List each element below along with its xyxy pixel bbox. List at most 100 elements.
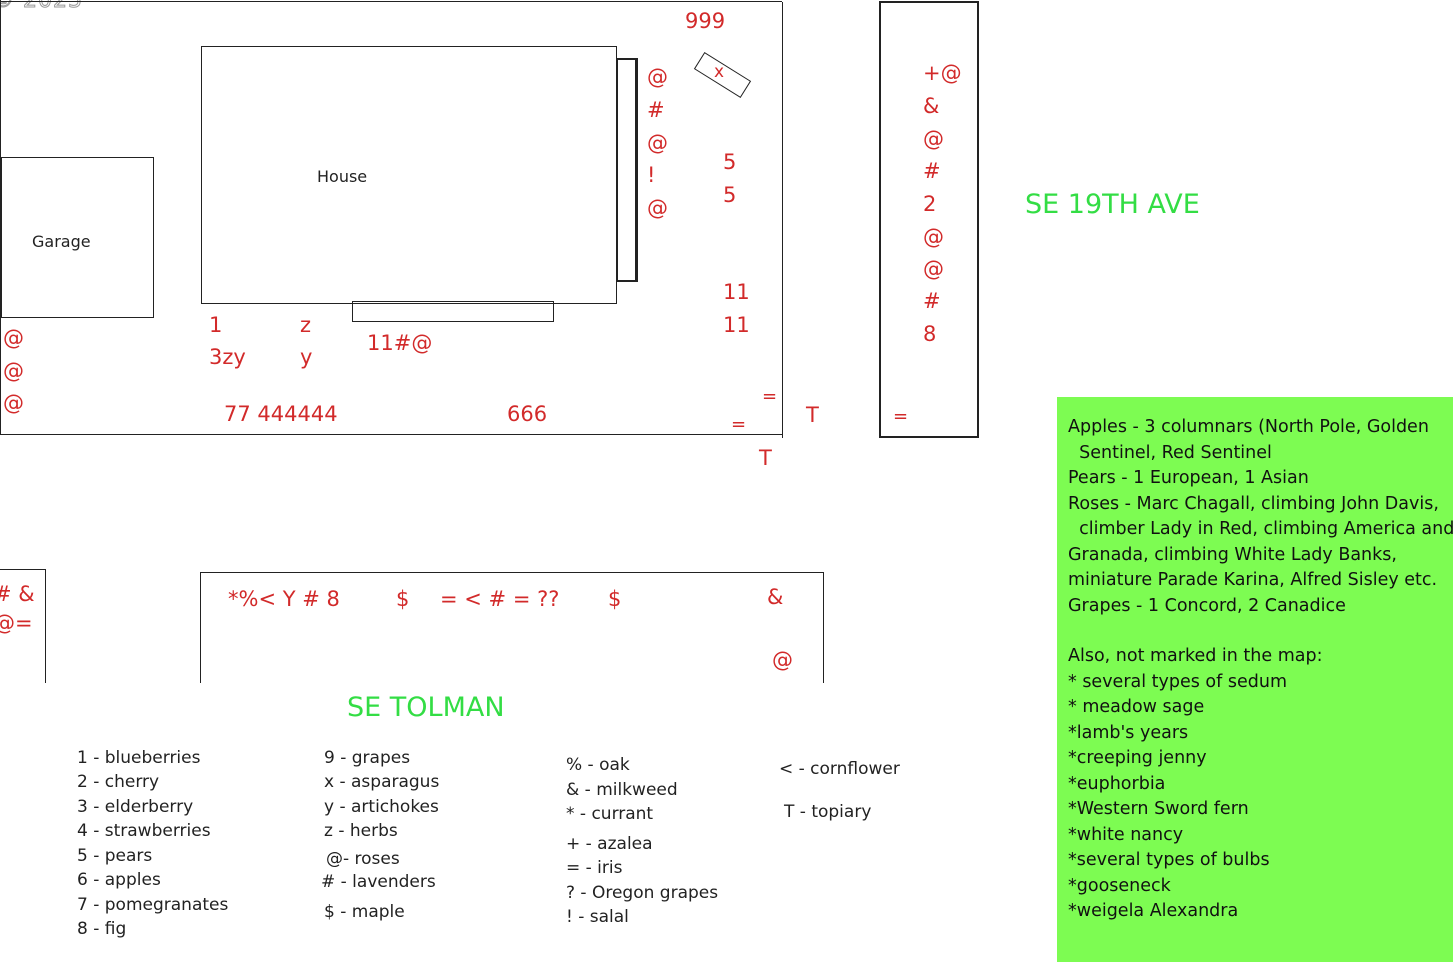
notes-line: *weigela Alexandra — [1068, 901, 1239, 921]
salal-marker: ! — [647, 163, 656, 187]
strip-marker: @ — [923, 225, 944, 249]
parking-strip — [879, 1, 979, 438]
notes-line: *gooseneck — [1068, 875, 1171, 896]
strip-marker: & — [923, 94, 940, 118]
legend-item: 6 - apples — [77, 870, 161, 890]
legend-item: ! - salal — [566, 907, 629, 927]
strip-marker: # — [923, 159, 941, 183]
legend-item: T - topiary — [784, 802, 872, 822]
garage — [1, 157, 154, 318]
legend-item: * - currant — [566, 804, 654, 824]
legend-item: = - iris — [566, 858, 623, 878]
topiary-marker: T — [759, 446, 772, 470]
notes-line: Roses - Marc Chagall, climbing John Davi… — [1068, 493, 1439, 514]
strip-marker: @ — [923, 257, 944, 281]
notes-line: *Western Sword fern — [1068, 799, 1249, 819]
left-bed-markers: @= — [0, 611, 33, 635]
legend-item: + - azalea — [566, 834, 653, 854]
legend-item: 1 - blueberries — [77, 748, 201, 768]
legend-item: @- roses — [326, 849, 400, 869]
left-bed — [0, 569, 46, 683]
notes-panel: Apples - 3 columnars (North Pole, Golden… — [1057, 397, 1453, 962]
lavender-marker: # — [647, 98, 665, 122]
rose-marker: @ — [647, 196, 668, 220]
iris-marker: = — [731, 414, 747, 435]
east-deck — [616, 58, 638, 282]
legend-item: 4 - strawberries — [77, 821, 211, 841]
legend-item: x - asparagus — [324, 772, 440, 792]
strip-marker: @ — [923, 127, 944, 151]
legend-item: % - oak — [566, 755, 630, 775]
notes-line: Sentinel, Red Sentinel — [1068, 442, 1272, 463]
strip-marker: 8 — [923, 322, 937, 346]
yard-left-edge — [0, 0, 1, 435]
elderberry-marker: 3zy — [209, 345, 246, 369]
copyright-text: © 2025 — [0, 0, 83, 14]
legend-item: $ - maple — [324, 902, 405, 922]
notes-line: Apples - 3 columnars (North Pole, Golden — [1068, 417, 1429, 437]
legend-item: 2 - cherry — [77, 772, 160, 792]
rose-marker: @ — [647, 65, 668, 89]
notes-line: Grapes - 1 Concord, 2 Canadice — [1068, 595, 1346, 616]
front-porch — [352, 301, 554, 322]
strip-marker: 2 — [923, 192, 937, 216]
apple-marker: 11 — [723, 280, 750, 304]
left-bed-markers: # & — [0, 582, 35, 606]
notes-line: *lamb's years — [1068, 722, 1189, 743]
herbs-marker: z — [300, 313, 312, 337]
rose-marker: @ — [3, 391, 24, 415]
legend-item: ? - Oregon grapes — [566, 883, 719, 903]
artichoke-marker: y — [300, 345, 313, 369]
notes-line: miniature Parade Karina, Alfred Sisley e… — [1068, 570, 1438, 590]
notes-line: *creeping jenny — [1068, 748, 1207, 768]
legend-item: 9 - grapes — [324, 748, 411, 768]
notes-line: Pears - 1 European, 1 Asian — [1068, 468, 1309, 488]
yard-right-edge — [782, 2, 783, 438]
legend-item: 8 - fig — [77, 919, 127, 939]
legend-item: 7 - pomegranates — [77, 895, 229, 915]
blueberry-marker: 1 — [209, 313, 223, 337]
legend-item: < - cornflower — [779, 759, 900, 779]
maple-marker: $ — [396, 587, 410, 611]
pear-marker: 5 — [723, 150, 737, 174]
legend-item: & - milkweed — [566, 780, 678, 800]
south-row-markers: 77 444444 — [224, 402, 338, 426]
notes-line: Granada, climbing White Lady Banks, — [1068, 544, 1397, 565]
house-label: House — [317, 167, 368, 186]
legend-item: # - lavenders — [321, 872, 436, 892]
iris-marker: = — [762, 386, 778, 407]
apple-marker: 11 — [723, 313, 750, 337]
street-se-tolman: SE TOLMAN — [347, 692, 505, 723]
porch-markers: 11#@ — [367, 331, 433, 355]
legend-item: 3 - elderberry — [77, 797, 194, 817]
rose-marker: @ — [3, 359, 24, 383]
strip-row-markers: *%< Y # 8 — [228, 587, 340, 611]
apples-666-marker: 666 — [507, 402, 548, 426]
legend-item: y - artichokes — [324, 797, 439, 817]
notes-line: *white nancy — [1068, 824, 1184, 845]
milkweed-marker: & — [767, 585, 784, 609]
house — [201, 46, 617, 304]
grapes-marker-999: 999 — [685, 9, 726, 33]
pear-marker: 5 — [723, 183, 737, 207]
notes-line: * several types of sedum — [1068, 671, 1287, 692]
strip-marker: # — [923, 289, 941, 313]
rose-marker: @ — [647, 131, 668, 155]
rose-marker: @ — [3, 326, 24, 350]
rose-marker: @ — [772, 648, 793, 672]
strip-iris-marker: = — [893, 406, 909, 427]
front-planting-strip — [200, 572, 824, 683]
maple-marker: $ — [608, 587, 622, 611]
garage-label: Garage — [32, 232, 91, 251]
legend-item: z - herbs — [324, 821, 398, 841]
notes-line: climber Lady in Red, climbing America an… — [1068, 519, 1453, 539]
notes-line: *euphorbia — [1068, 773, 1166, 794]
asparagus-marker: x — [714, 62, 725, 82]
yard-bottom-edge — [0, 434, 782, 435]
notes-line: Also, not marked in the map: — [1068, 646, 1323, 666]
legend-item: 5 - pears — [77, 846, 153, 866]
notes-line: * meadow sage — [1068, 697, 1205, 717]
yard-top-edge — [0, 1, 782, 2]
topiary-marker: T — [806, 403, 819, 427]
strip-row-markers: = < # = ?? — [440, 587, 560, 611]
